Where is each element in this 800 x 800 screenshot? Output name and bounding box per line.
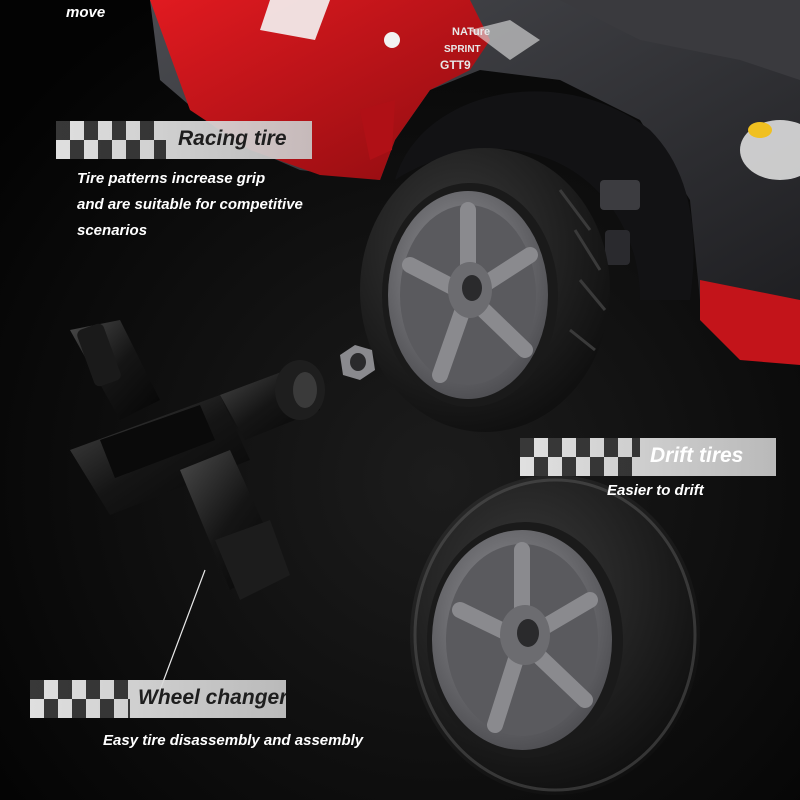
- axle: [600, 180, 640, 265]
- rc-car-body: [150, 0, 800, 365]
- racing-tire-line: and are suitable for competitive: [77, 196, 303, 213]
- drift-tires-line: Easier to drift: [607, 482, 704, 499]
- wheel-changer-description: Easy tire disassembly and assembly: [103, 728, 363, 754]
- racing-tire-description: Tire patterns increase grip and are suit…: [77, 166, 303, 244]
- racing-tire-line: scenarios: [77, 222, 148, 239]
- racing-tire-wheel: [360, 148, 610, 432]
- checkered-flag-icon: [520, 438, 640, 457]
- hex-nut: [340, 345, 375, 380]
- car-decal-nature: NATure: [452, 26, 491, 38]
- car-decal-model: GTT9: [440, 58, 471, 72]
- wheel-changer-tool: [70, 320, 325, 600]
- wheel-changer-line: Easy tire disassembly and assembly: [103, 732, 364, 749]
- drift-tires-banner: Drift tires: [520, 438, 776, 476]
- car-decal-sprint: SPRINT: [444, 44, 481, 55]
- drift-tires-description: Easier to drift: [607, 478, 704, 504]
- checkered-flag-icon: [56, 121, 166, 140]
- drift-tire-wheel: [410, 475, 700, 795]
- wheel-changer-banner: Wheel changer: [30, 680, 286, 718]
- car-decal-move: move: [66, 4, 106, 21]
- wheel-changer-title: Wheel changer: [138, 686, 286, 709]
- racing-tire-line: Tire patterns increase grip: [77, 170, 266, 187]
- drift-tires-title: Drift tires: [650, 444, 744, 467]
- racing-tire-banner: Racing tire: [56, 121, 312, 159]
- checkered-flag-icon: [30, 680, 130, 699]
- racing-tire-title: Racing tire: [178, 127, 287, 150]
